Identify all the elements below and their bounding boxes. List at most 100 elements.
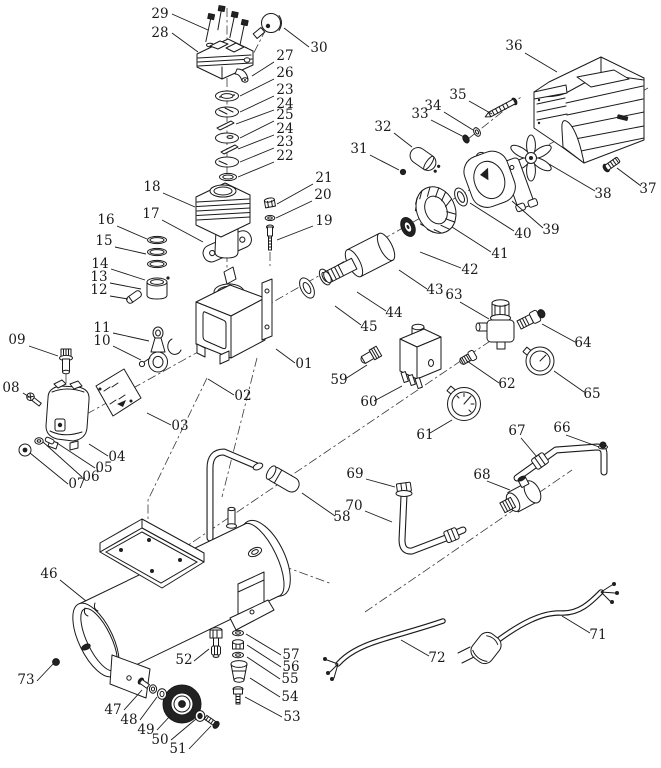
leader-line-33 bbox=[430, 119, 465, 138]
leader-line-32 bbox=[393, 132, 413, 148]
leader-line-61 bbox=[429, 419, 453, 434]
leader-line-37 bbox=[616, 167, 642, 187]
leader-line-38 bbox=[548, 163, 596, 192]
part-label-18: 18 bbox=[143, 179, 160, 195]
part-label-66: 66 bbox=[553, 420, 570, 436]
part-label-43: 43 bbox=[426, 282, 443, 298]
leader-line-14 bbox=[110, 268, 146, 281]
handle bbox=[206, 448, 300, 542]
rotor-crankshaft bbox=[323, 232, 396, 284]
leader-line-12 bbox=[109, 295, 129, 300]
leader-line-28 bbox=[171, 32, 199, 53]
part-label-17: 17 bbox=[142, 206, 159, 222]
leader-line-02 bbox=[207, 378, 235, 396]
fan bbox=[510, 134, 552, 182]
stator bbox=[414, 186, 457, 234]
part-label-45: 45 bbox=[360, 319, 377, 335]
leader-line-01 bbox=[275, 348, 296, 364]
leader-line-58 bbox=[301, 492, 336, 517]
part-label-56: 56 bbox=[282, 659, 299, 675]
intake-valve bbox=[59, 348, 73, 375]
part-label-42: 42 bbox=[461, 262, 478, 278]
part-label-41: 41 bbox=[491, 246, 508, 262]
part-label-33: 33 bbox=[411, 106, 428, 122]
bearing bbox=[400, 217, 416, 237]
small-valve-parts bbox=[263, 197, 276, 251]
leader-line-15 bbox=[114, 246, 147, 255]
part-label-15: 15 bbox=[95, 233, 112, 249]
leader-line-63 bbox=[459, 301, 490, 320]
part-label-62: 62 bbox=[498, 376, 515, 392]
regulator-gauge bbox=[522, 346, 555, 376]
part-label-70: 70 bbox=[345, 498, 362, 514]
crankcase bbox=[195, 266, 273, 365]
part-label-14: 14 bbox=[91, 256, 108, 272]
leader-line-23 bbox=[239, 95, 275, 113]
part-label-10: 10 bbox=[93, 333, 110, 349]
part-label-40: 40 bbox=[514, 226, 531, 242]
leader-line-24 bbox=[237, 134, 275, 150]
part-label-39: 39 bbox=[542, 222, 559, 238]
part-label-28: 28 bbox=[151, 25, 168, 41]
leader-line-51 bbox=[188, 725, 212, 750]
pump-small-parts bbox=[18, 392, 55, 457]
part-label-23: 23 bbox=[276, 134, 293, 150]
leader-line-72 bbox=[400, 639, 430, 657]
part-label-12: 12 bbox=[90, 282, 107, 298]
part-label-48: 48 bbox=[120, 712, 137, 728]
leader-line-08 bbox=[22, 392, 32, 399]
part-label-32: 32 bbox=[374, 119, 391, 135]
leader-line-50 bbox=[170, 718, 197, 741]
part-label-24: 24 bbox=[276, 96, 293, 112]
part-label-61: 61 bbox=[416, 427, 433, 443]
part-label-19: 19 bbox=[315, 213, 332, 229]
relief-fitting bbox=[459, 349, 478, 366]
valve-plate-stack bbox=[215, 90, 239, 182]
leader-line-07 bbox=[29, 452, 69, 485]
part-label-44: 44 bbox=[385, 305, 402, 321]
part-label-24: 24 bbox=[276, 121, 293, 137]
callout-labels: 2928302726232425242322212019181716151413… bbox=[2, 6, 656, 757]
backplate-gasket bbox=[95, 368, 142, 417]
leader-line-53 bbox=[244, 696, 283, 718]
leader-line-70 bbox=[364, 510, 393, 523]
motor-screws bbox=[462, 97, 518, 144]
pressure-switch bbox=[399, 323, 442, 389]
leader-line-66 bbox=[565, 434, 600, 448]
part-label-58: 58 bbox=[333, 509, 350, 525]
part-label-11: 11 bbox=[93, 320, 110, 336]
wheel bbox=[162, 684, 202, 724]
wheel-bracket bbox=[109, 654, 151, 699]
leader-line-56 bbox=[246, 644, 282, 668]
leader-line-30 bbox=[283, 27, 310, 48]
leader-line-10 bbox=[112, 345, 142, 361]
part-label-16: 16 bbox=[97, 212, 114, 228]
part-label-69: 69 bbox=[346, 466, 363, 482]
wheel-hardware bbox=[137, 677, 220, 729]
leader-line-27 bbox=[251, 61, 275, 77]
leader-line-67 bbox=[520, 437, 538, 458]
part-label-60: 60 bbox=[360, 394, 377, 410]
leader-line-59 bbox=[344, 364, 368, 380]
leader-line-34 bbox=[443, 111, 474, 131]
breather-cap bbox=[252, 13, 282, 40]
leader-line-65 bbox=[553, 370, 585, 393]
part-label-71: 71 bbox=[589, 627, 606, 643]
leader-line-04 bbox=[88, 443, 109, 457]
leader-line-26 bbox=[239, 78, 275, 97]
leader-line-24 bbox=[235, 109, 275, 125]
part-label-08: 08 bbox=[2, 380, 19, 396]
part-label-20: 20 bbox=[314, 187, 331, 203]
leader-line-64 bbox=[541, 323, 576, 343]
leader-line-05 bbox=[56, 442, 96, 469]
leader-line-20 bbox=[275, 200, 313, 219]
leader-line-36 bbox=[524, 52, 558, 73]
part-label-04: 04 bbox=[108, 449, 125, 465]
part-label-38: 38 bbox=[594, 186, 611, 202]
part-label-35: 35 bbox=[449, 87, 466, 103]
part-label-27: 27 bbox=[276, 48, 293, 64]
part-label-02: 02 bbox=[234, 388, 251, 404]
leader-line-16 bbox=[116, 225, 148, 240]
leader-line-54 bbox=[249, 677, 281, 698]
